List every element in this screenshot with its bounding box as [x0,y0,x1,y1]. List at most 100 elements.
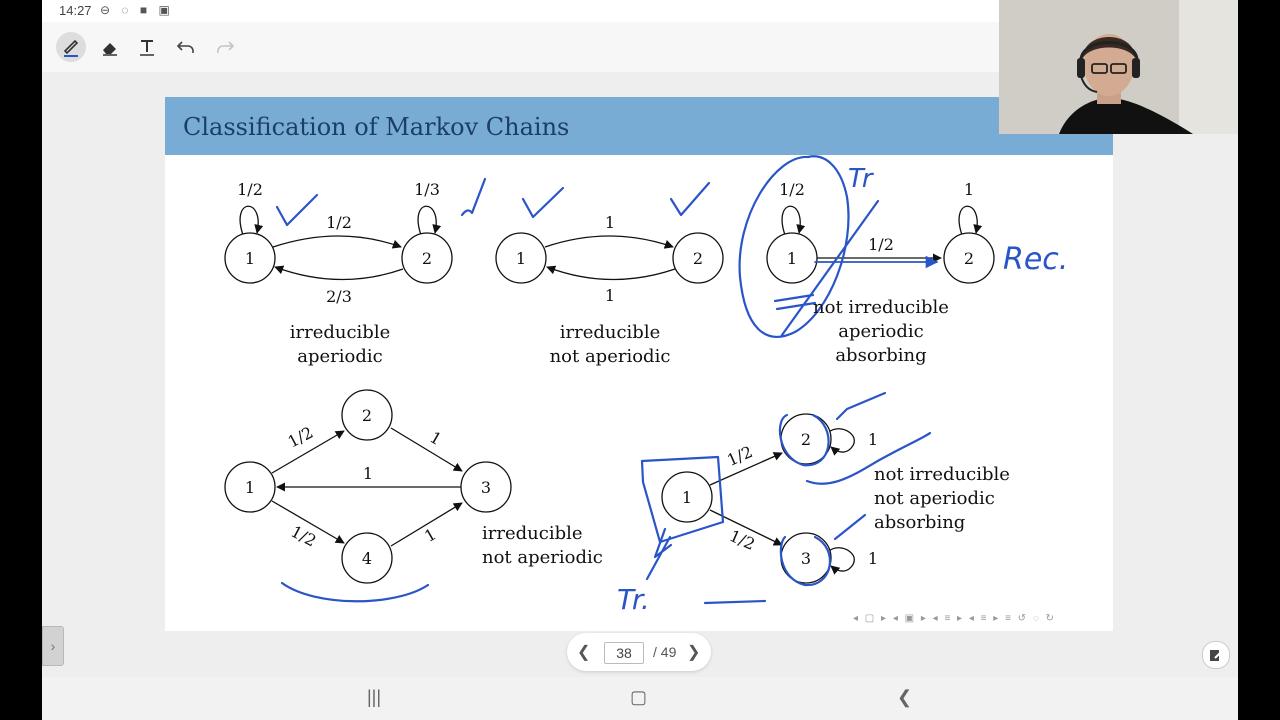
slide-title: Classification of Markov Chains [183,113,570,141]
back-button[interactable]: ❮ [897,687,913,707]
edge-label: 1 [605,213,615,232]
edge-label: 1/2 [285,423,317,452]
presenter-video [999,0,1238,134]
node-label: 2 [964,249,974,268]
page-total: / 49 [653,644,677,660]
caption-line: aperiodic [838,321,924,342]
caption-line: absorbing [835,345,927,366]
status-icons: ⊖ ◌ ■ ▣ [100,3,174,17]
minus-circle-icon: ⊖ [100,3,115,17]
edge-label: 1/2 [237,180,263,199]
edge-label: 1/2 [326,213,352,232]
circle-annotation [738,155,850,338]
markov-diagrams: 1 2 1/2 1/3 1/2 2/3 1 2 1 1 [224,155,1068,616]
caption-line: not aperiodic [482,547,603,568]
state-node [495,232,547,284]
edge-label: 1 [868,430,878,449]
checkmark [275,193,319,227]
underline-bracket [280,581,430,603]
next-page-button[interactable]: ❯ [687,644,701,661]
edit-pdf-button[interactable] [1202,641,1230,669]
edge-label: 1 [868,549,878,568]
edge-2-1 [546,265,676,281]
caption-d4: irreducible not aperiodic [482,522,632,570]
redo-button[interactable] [210,32,240,62]
caption-d1: irreducible aperiodic [275,321,405,369]
side-panel-toggle[interactable]: › [42,626,64,666]
checkmark [833,513,867,541]
caption-d5: not irreducible not aperiodic absorbing [874,463,1034,535]
strike-line [773,293,817,311]
undo-icon [176,41,194,53]
state-node [341,532,393,584]
text-icon [140,40,154,56]
edge-label: 1/2 [868,235,894,254]
eraser-tool-button[interactable] [95,32,125,62]
dash-annotation [703,599,767,605]
edit-icon [1210,650,1222,661]
edge-label: 1/3 [414,180,440,199]
edge-label: 1 [605,286,615,305]
beamer-navigation-symbols[interactable]: ◂ ▢ ▸ ◂ ▣ ▸ ◂ ≡ ▸ ◂ ≡ ▸ ≡ ↺ ◌ ↻ [853,613,1056,624]
recent-apps-button[interactable]: ||| [367,687,382,707]
status-bar: 14:27 ⊖ ◌ ■ ▣ [42,0,1238,22]
caption-line: absorbing [874,512,966,533]
circle-annotation [779,535,832,587]
arrow-annotation [645,527,673,581]
state-node [672,232,724,284]
circle-annotation [778,413,830,467]
caption-line: irreducible [559,322,661,343]
node-label: 1 [516,249,526,268]
edge-1-4 [271,500,345,544]
edge-label: 1 [363,464,373,483]
edge-1-2 [544,235,674,249]
caption-line: aperiodic [297,346,383,367]
node-label: 3 [801,549,811,568]
pen-tool-button[interactable] [56,32,86,62]
diagram-irreducible-aperiodic: 1 2 1/2 1/3 1/2 2/3 [224,180,453,306]
page-number-input[interactable]: 38 [604,642,644,664]
state-node [766,232,818,284]
state-node [661,471,713,523]
edge-label: 1 [964,180,974,199]
undo-button[interactable] [171,32,201,62]
caption-line: not aperiodic [874,488,995,509]
node-label: 4 [362,549,372,568]
edge-label: 1/2 [779,180,805,199]
edge-2-1 [274,265,404,281]
page-navigator: ❮ 38 / 49 ❯ [567,633,711,671]
edge-4-3 [390,502,463,547]
self-loop-3 [828,547,855,575]
settings-icon: ◌ [121,3,133,17]
system-navigation-bar: ||| ▢ ❮ [42,677,1238,720]
diagram-four-states: 1 2 3 4 1/2 1 1 1/2 1 [224,389,512,584]
annotation-tr: Tr [848,164,875,194]
caption-line: irreducible [289,322,391,343]
node-label: 2 [693,249,703,268]
text-tool-button[interactable] [132,32,162,62]
state-node [224,232,276,284]
self-loop-2 [958,205,983,236]
node-label: 2 [801,430,811,449]
caption-line: not irreducible [874,464,1010,485]
chevron-right-icon: › [50,638,56,654]
previous-page-button[interactable]: ❮ [577,644,591,661]
home-button[interactable]: ▢ [630,687,648,707]
video-icon: ■ [139,3,152,17]
node-label: 2 [422,249,432,268]
edge-1-2 [271,430,345,474]
node-label: 1 [245,478,255,497]
checkmark [669,181,711,217]
node-label: 1 [245,249,255,268]
node-label: 1 [787,249,797,268]
checkmark [835,391,887,421]
slide-header: Classification of Markov Chains [165,97,1113,155]
self-loop-1 [239,205,264,236]
checkmark [521,186,565,219]
caption-line: irreducible [482,523,583,544]
sim-icon: ▣ [158,3,174,17]
state-node [943,232,995,284]
strike-line [780,199,880,337]
state-node [401,232,453,284]
caption-d2: irreducible not aperiodic [535,321,685,369]
